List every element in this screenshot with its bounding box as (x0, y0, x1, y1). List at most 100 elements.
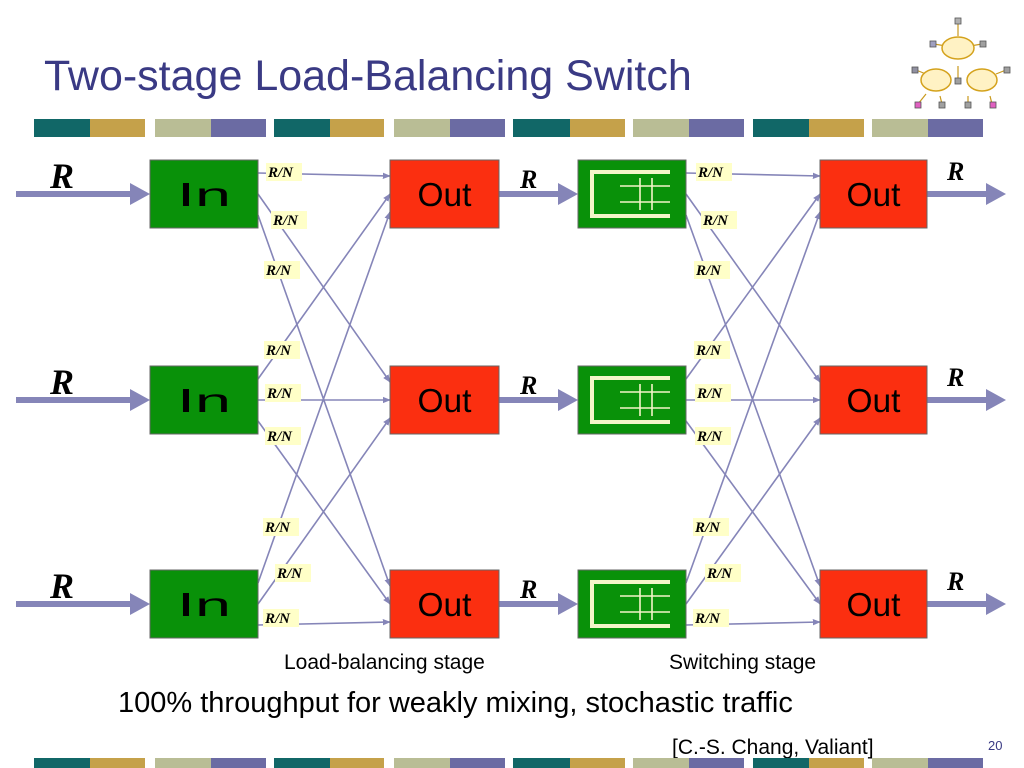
intermediate-output-box-label: Out (418, 176, 472, 213)
link-rate-label: R/N (266, 429, 293, 445)
stripe-gap (145, 758, 155, 768)
stripe-segment (689, 758, 744, 768)
port-arrows (16, 183, 1006, 615)
output-port-box (819, 365, 928, 435)
link-rate-label: R/N (264, 520, 291, 536)
link-rate-label-bg (701, 211, 737, 229)
link-rate-label: R/N (697, 165, 724, 181)
slide-title: Two-stage Load-Balancing Switch (44, 52, 692, 100)
intermediate-output-box (389, 159, 500, 229)
stripe-segment (872, 758, 928, 768)
stripe-segment (450, 758, 505, 768)
line-rate-label: R (49, 362, 74, 402)
line-rate-label: R (49, 156, 74, 196)
stripe-segment (753, 758, 809, 768)
middle-arrow-head (558, 593, 578, 615)
line-rate-label: R (49, 566, 74, 606)
output-port-box-label: Out (847, 382, 901, 419)
stripe-segment (513, 758, 570, 768)
link-line (257, 420, 391, 605)
stripe-segment (330, 758, 384, 768)
stripe-gap (744, 758, 753, 768)
link-rate-label-bg (265, 384, 301, 402)
line-rate-label: R (946, 363, 964, 392)
link-rate-label: R/N (265, 263, 292, 279)
stripe-segment (394, 758, 450, 768)
stripe-segment (274, 758, 330, 768)
link-rate-label: R/N (264, 611, 291, 627)
input-port-box (149, 159, 259, 229)
link-rate-label-bg (694, 261, 730, 279)
output-arrow-head (986, 389, 1006, 411)
stripe-segment (90, 119, 145, 137)
link-rate-label: R/N (696, 429, 723, 445)
intermediate-output-box (389, 365, 500, 435)
load-balancing-stage-label: Load-balancing stage (284, 651, 485, 674)
link-rate-label-bg (264, 341, 300, 359)
stripe-gap (505, 758, 513, 768)
middle-arrow-head (558, 183, 578, 205)
link-rate-label-bg (694, 341, 730, 359)
link-rate-label-bg (695, 427, 731, 445)
stripe-segment (633, 119, 689, 137)
bottom-stripe (0, 758, 1024, 768)
middle-arrow-head (558, 389, 578, 411)
input-port-box (149, 365, 259, 435)
page-number: 20 (988, 738, 1003, 753)
stripe-gap (384, 758, 394, 768)
stripe-segment (753, 119, 809, 137)
voq-outline (590, 376, 670, 424)
stripe-segment (570, 119, 625, 137)
stripe-segment (872, 119, 928, 137)
switching-stage-label: Switching stage (669, 651, 817, 674)
output-port-box-label: Out (847, 176, 901, 213)
stripe-segment (450, 119, 505, 137)
stripe-segment (211, 119, 266, 137)
stripe-segment (34, 119, 90, 137)
network-logo-icon (911, 17, 1011, 109)
stripe-segment (928, 758, 983, 768)
line-rate-label: R (519, 165, 537, 194)
link-rate-label: R/N (276, 566, 303, 582)
link-rate-label-bg (705, 564, 741, 582)
line-rate-label: R (519, 371, 537, 400)
input-port-box (149, 569, 259, 639)
link-rate-label: R/N (694, 611, 721, 627)
stripe-segment (570, 758, 625, 768)
link-rate-label-bg (263, 609, 299, 627)
stripe-gap (0, 758, 34, 768)
stripe-segment (155, 758, 211, 768)
link-line (685, 420, 821, 605)
intermediate-output-box (389, 569, 500, 639)
link-rate-label: R/N (266, 386, 293, 402)
stripe-segment (689, 119, 744, 137)
link-rate-label: R/N (272, 213, 299, 229)
link-rate-label-bg (275, 564, 311, 582)
input-arrow-head (130, 183, 150, 205)
link-rate-label-bg (695, 384, 731, 402)
input-port-box-label: In (177, 176, 231, 213)
link-rate-label-bg (263, 518, 299, 536)
link-rate-label: R/N (695, 263, 722, 279)
stripe-segment (211, 758, 266, 768)
link-rate-label: R/N (695, 343, 722, 359)
throughput-note: 100% throughput for weakly mixing, stoch… (118, 687, 793, 719)
stripe-segment (633, 758, 689, 768)
line-rate-label: R (946, 567, 964, 596)
output-port-box (819, 159, 928, 229)
input-port-box-label: In (177, 586, 231, 623)
intermediate-output-box-label: Out (418, 586, 472, 623)
stripe-segment (928, 119, 983, 137)
output-arrow-head (986, 183, 1006, 205)
link-rate-label: R/N (694, 520, 721, 536)
stripe-segment (330, 119, 384, 137)
link-rate-label-bg (271, 211, 307, 229)
citation: [C.-S. Chang, Valiant] (672, 736, 874, 759)
input-port-box-label: In (177, 382, 231, 419)
link-rate-label: R/N (267, 165, 294, 181)
link-rate-label: R/N (702, 213, 729, 229)
link-rate-label: R/N (706, 566, 733, 582)
output-arrow-head (986, 593, 1006, 615)
